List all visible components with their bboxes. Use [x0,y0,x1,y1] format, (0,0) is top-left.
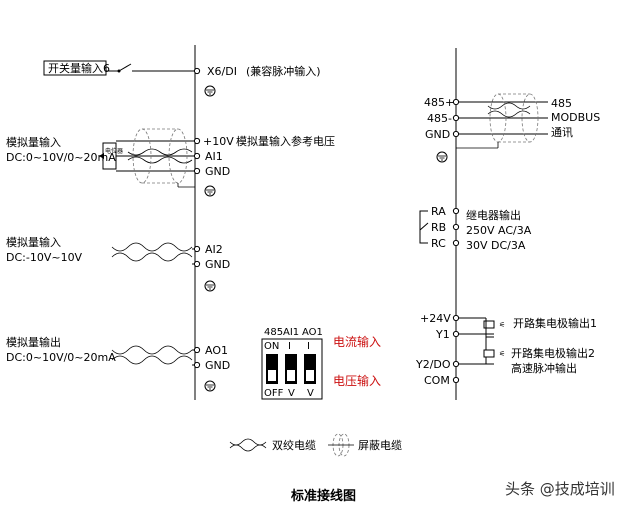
terminal-485n-label: 485- [427,112,452,125]
relay-label-line1: 继电器输出 [466,208,521,222]
relay-bracket [419,210,428,244]
ai1-label-line2: DC:0~10V/0~20mA [6,151,116,164]
terminal-ai2-label: AI2 [205,243,223,256]
load-y1 [483,320,495,329]
terminal-ai2-gnd-label: GND [205,258,230,271]
voltage-input-note: 电压输入 [333,373,381,388]
outputs-group: +24V Y1 Y2/DO COM ⚟ ⚟ 开路集电极输出1 开路集电极输出2 … [415,312,597,387]
dip-header-ao1: AO1 [302,327,323,338]
terminal-10v-label: +10V [203,135,234,148]
ground-icon [204,280,216,292]
ai2-label-line2: DC:-10V~10V [6,251,83,264]
ao1-label-line1: 模拟量输出 [6,335,61,349]
dip-ai1-top-label: I [288,341,291,352]
terminal-ao1-gnd-label: GND [205,359,230,372]
rs485-label-line3: 通讯 [551,126,573,139]
terminal-ai1-label: AI1 [205,150,223,163]
terminal-485p-label: 485+ [424,96,454,109]
ai2-group: 模拟量输入 DC:-10V~10V AI2 GND [6,235,230,292]
terminal-y1-label: Y1 [435,328,450,341]
dip-off-label: OFF [264,388,284,399]
ai1-group: 模拟量输入 DC:0~10V/0~20mA 电位器 +10V 模拟量输入参考电压… [6,128,335,197]
terminal-y2-label: Y2/DO [415,358,451,371]
terminal-ao1-label: AO1 [205,344,228,357]
dip-ao1-bottom-label: V [307,388,314,399]
switch-input-box [43,60,107,76]
pot-label: 电位器 [105,147,123,155]
legend-twisted-label: 双绞电缆 [272,438,316,452]
load-y2 [483,349,495,358]
y2-desc-line2: 高速脉冲输出 [511,361,577,375]
dip-ai1-bottom-label: V [288,388,295,399]
terminal-x6-dot [193,67,201,75]
switch-contact [118,63,132,72]
dip-header-485: 485 [264,327,283,338]
svg-text:⚟: ⚟ [499,321,505,329]
rs485-label-line1: 485 [551,97,572,110]
ai2-label-line1: 模拟量输入 [6,235,61,249]
terminal-24v-label: +24V [420,312,451,325]
terminal-rb-label: RB [431,221,446,234]
dip-ao1-top-label: I [307,341,310,352]
switch-input-label: 开关量输入6 [48,61,110,75]
ground-icon [204,380,216,392]
ao1-label-line2: DC:0~10V/0~20mA [6,351,116,364]
y1-desc: 开路集电极输出1 [513,316,597,330]
terminal-x6-label: X6/DI [207,65,237,78]
terminal-x6-desc: (兼容脉冲输入) [246,64,321,78]
dip-on-label: ON [264,341,279,352]
svg-text:⚟: ⚟ [499,350,505,358]
ground-icon [436,151,448,163]
twisted-pair-icon [229,438,267,446]
rs485-group: 485+ 485- GND 485 MODBUS 通讯 [424,93,600,163]
terminal-10v-desc: 模拟量输入参考电压 [236,134,335,148]
ground-icon [204,185,216,197]
watermark: 头条 @技成培训 [505,480,615,498]
terminal-com-label: COM [424,374,450,387]
relay-group: RA RB RC 继电器输出 250V AC/3A 30V DC/3A [419,205,532,252]
switch-input-group: 开关量输入6 X6/DI (兼容脉冲输入) [43,60,321,97]
dip-header-ai1: AI1 [283,327,299,338]
ao1-group: 模拟量输出 DC:0~10V/0~20mA AO1 GND [6,335,230,392]
legend: 双绞电缆 屏蔽电缆 [229,433,402,457]
shield-icon [132,128,152,184]
dip-frame [261,338,323,400]
dip-switch-block: 485 AI1 AO1 ON I I OFF V V 电流输入 电压输入 [261,327,381,400]
pot-wiper-arrow [99,153,104,159]
relay-label-line3: 30V DC/3A [466,239,526,252]
terminal-ai1-gnd-label: GND [205,165,230,178]
terminal-ra-label: RA [431,205,446,218]
ai1-label-line1: 模拟量输入 [6,135,61,149]
current-input-note: 电流输入 [333,334,381,349]
y2-desc-line1: 开路集电极输出2 [511,346,595,360]
relay-contact [419,222,429,231]
rs485-label-line2: MODBUS [551,111,600,124]
diagram-title: 标准接线图 [290,488,356,504]
terminal-rc-label: RC [431,237,446,250]
terminal-485-gnd-label: GND [425,128,450,141]
legend-shielded-label: 屏蔽电缆 [358,439,402,452]
relay-label-line2: 250V AC/3A [466,224,532,237]
ground-icon [204,85,216,97]
